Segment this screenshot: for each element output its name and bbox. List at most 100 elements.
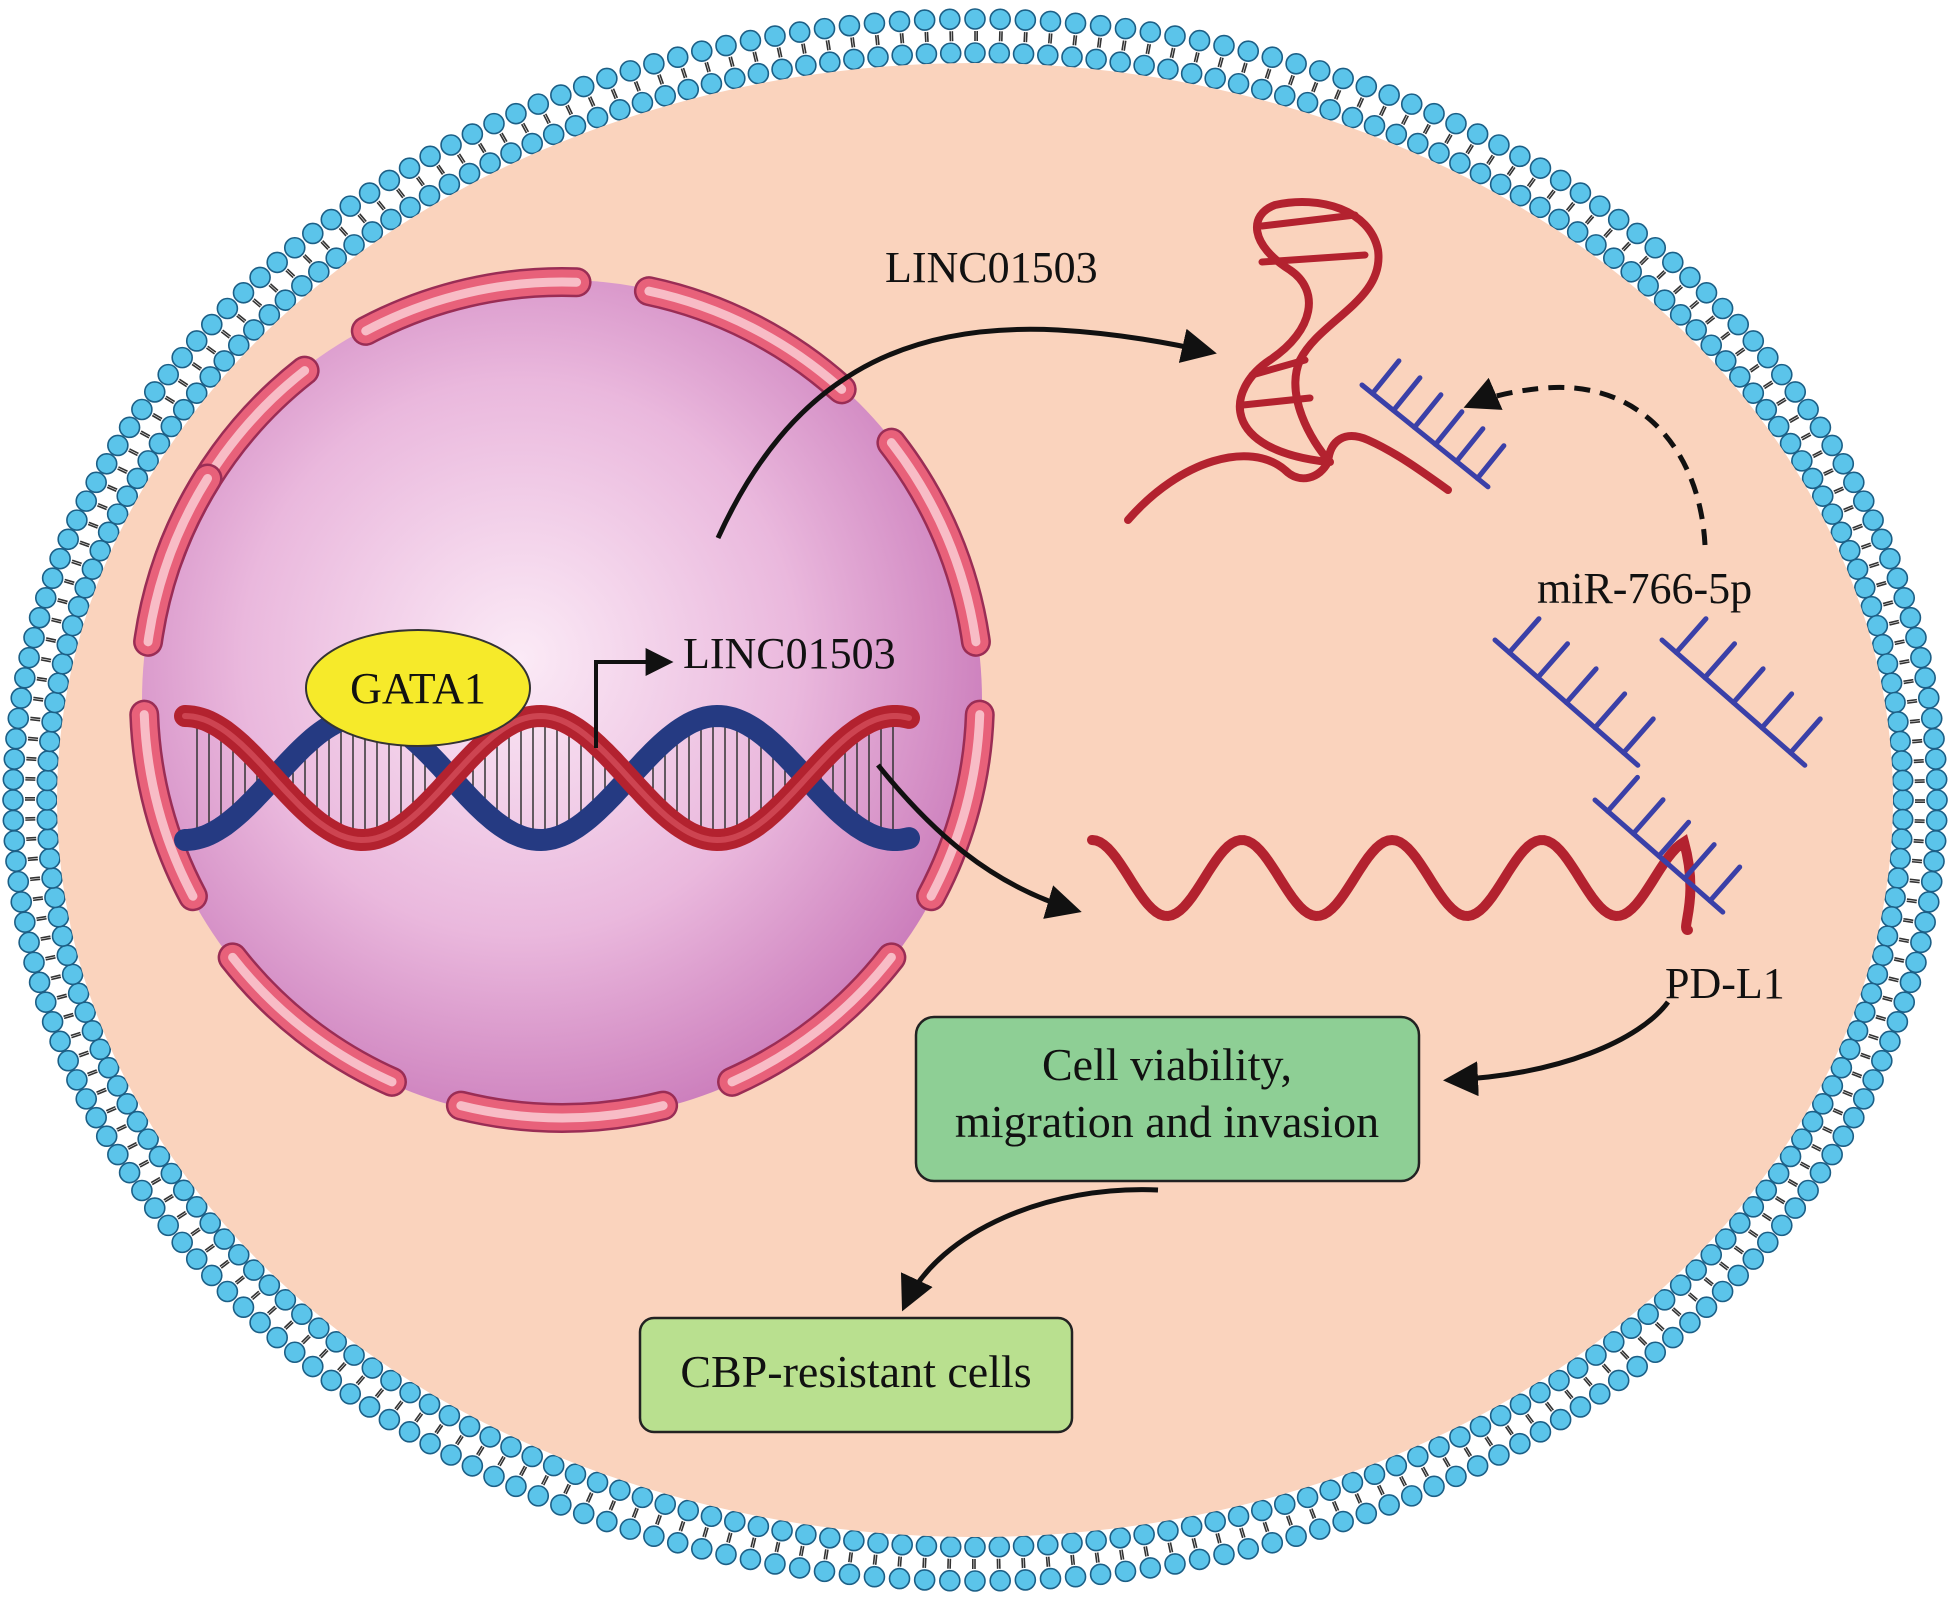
lipid-head — [544, 1456, 564, 1476]
lipid-head — [610, 1480, 630, 1500]
lipid-head — [1792, 1129, 1812, 1149]
lipid-head — [1252, 80, 1272, 100]
lipid-head — [1813, 1094, 1833, 1114]
viability-box: Cell viability, migration and invasion — [916, 1017, 1419, 1181]
lipid-head — [1880, 1031, 1900, 1051]
lipid-head — [1655, 290, 1675, 310]
lipid-head — [1803, 1112, 1823, 1132]
lipid-head — [1743, 1249, 1763, 1269]
lipid-head — [716, 1544, 736, 1564]
lipid-head — [748, 1516, 768, 1536]
lipid-head — [200, 1213, 220, 1233]
lipid-head — [82, 1021, 102, 1041]
lipid-head — [1365, 116, 1385, 136]
lipid-head — [506, 1476, 526, 1496]
lipid-head — [8, 872, 28, 892]
lipid-head — [1701, 335, 1721, 355]
lipid-head — [1530, 1422, 1550, 1442]
lipid-head — [1888, 712, 1908, 732]
lipid-head — [1182, 64, 1202, 84]
lipid-head — [145, 382, 165, 402]
lipid-head — [250, 1313, 270, 1333]
lipid-head — [1893, 770, 1913, 790]
lipid-head — [53, 654, 73, 674]
lipid-head — [1205, 1512, 1225, 1532]
lipid-head — [37, 790, 57, 810]
lipid-head — [1038, 45, 1058, 65]
lipid-head — [565, 116, 585, 136]
lipid-head — [40, 849, 60, 869]
lipid-head — [97, 1126, 117, 1146]
lipid-head — [15, 912, 35, 932]
lipid-head — [63, 964, 83, 984]
lipid-head — [1772, 1215, 1792, 1235]
gata1-factor: GATA1 — [306, 630, 530, 746]
lipid-head — [551, 1495, 571, 1515]
lipid-head — [259, 305, 279, 325]
lipid-head — [1855, 1002, 1875, 1022]
lipid-head — [839, 1564, 859, 1584]
lipid-head — [1134, 56, 1154, 76]
lipid-head — [400, 1383, 420, 1403]
lipid-head — [839, 16, 859, 36]
lipid-head — [86, 472, 106, 492]
lipid-head — [259, 1275, 279, 1295]
lipid-head — [1840, 541, 1860, 561]
lipid-head — [1728, 315, 1748, 335]
lipid-head — [1655, 1290, 1675, 1310]
lipid-head — [940, 1571, 960, 1591]
lipid-head — [820, 1528, 840, 1548]
lipid-head — [37, 810, 57, 830]
lipid-head — [244, 1260, 264, 1280]
lipid-head — [1333, 1512, 1353, 1532]
lipid-head — [1530, 197, 1550, 217]
lipid-head — [1803, 468, 1823, 488]
lipid-head — [1510, 1434, 1530, 1454]
lipid-head — [1182, 1516, 1202, 1536]
lipid-head — [796, 56, 816, 76]
lipid-head — [229, 335, 249, 355]
lipid-head — [1214, 1544, 1234, 1564]
lipid-head — [3, 770, 23, 790]
lipid-head — [1165, 26, 1185, 46]
lipid-head — [76, 491, 96, 511]
lipid-head — [1238, 41, 1258, 61]
lipid-head — [1262, 47, 1282, 67]
lipid-head — [644, 1526, 664, 1546]
lipid-head — [1627, 223, 1647, 243]
lipid-head — [1214, 36, 1234, 56]
lipid-head — [48, 907, 68, 927]
lipid-head — [1645, 1342, 1665, 1362]
lipid-head — [420, 146, 440, 166]
lipid-head — [127, 468, 147, 488]
lipid-head — [285, 1342, 305, 1362]
lipid-head — [1885, 888, 1905, 908]
lipid-head — [1510, 146, 1530, 166]
lipid-head — [379, 1410, 399, 1430]
lipid-head — [1320, 100, 1340, 120]
lipid-head — [30, 972, 50, 992]
lipid-head — [1915, 668, 1935, 688]
lipid-head — [1621, 1318, 1641, 1338]
lipid-head — [1110, 1528, 1130, 1548]
lipid-head — [11, 892, 31, 912]
lipid-head — [965, 43, 985, 63]
lipid-head — [1743, 1197, 1763, 1217]
lipid-head — [229, 1245, 249, 1265]
pdl1-label: PD-L1 — [1665, 959, 1785, 1008]
lipid-head — [1919, 688, 1939, 708]
lipid-head — [1638, 1304, 1658, 1324]
resistant-cells-label: CBP-resistant cells — [680, 1346, 1031, 1397]
lipid-head — [360, 1397, 380, 1417]
lipid-head — [941, 1537, 961, 1557]
lipid-head — [1867, 964, 1887, 984]
lipid-head — [1530, 158, 1550, 178]
lipid-head — [1743, 383, 1763, 403]
lipid-head — [574, 1503, 594, 1523]
lipid-head — [1810, 417, 1830, 437]
lipid-head — [1609, 210, 1629, 230]
lipid-head — [1275, 1494, 1295, 1514]
lipid-head — [790, 22, 810, 42]
lipid-head — [692, 41, 712, 61]
lipid-head — [892, 1535, 912, 1555]
